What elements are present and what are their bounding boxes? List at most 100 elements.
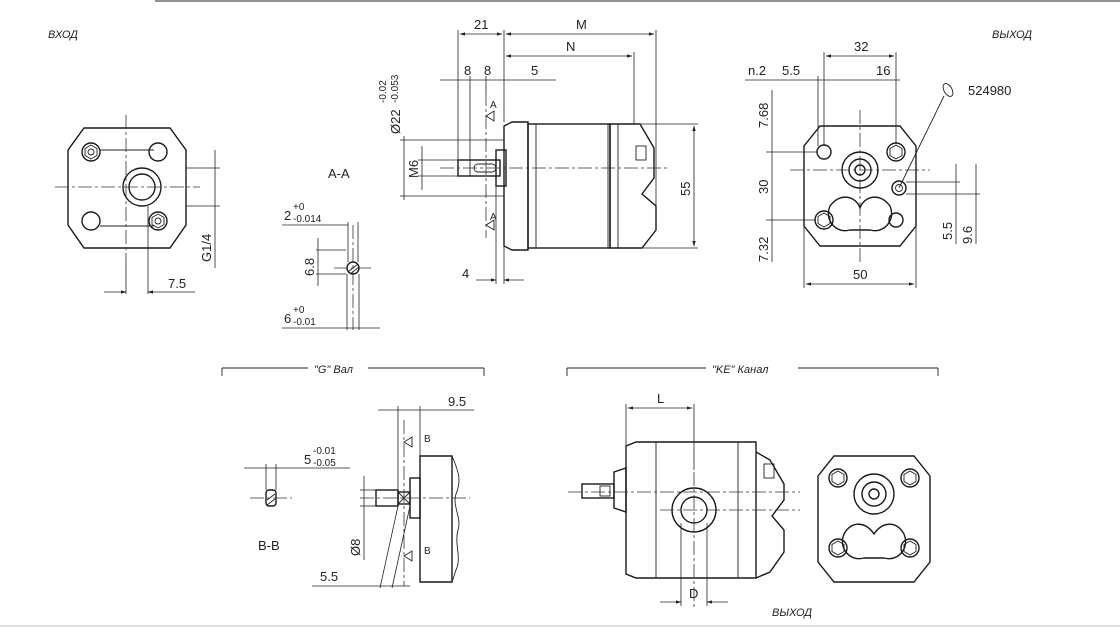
dim-flat-tol-top: -0.01 — [313, 446, 336, 457]
section-bb-label: B-B — [258, 538, 280, 553]
ke-channel-title: "KE" Канал — [712, 364, 768, 376]
dim-8-a: 8 — [464, 63, 471, 78]
ke-end-bolt-bl-hex — [831, 540, 845, 556]
section-aa-label: A-A — [328, 166, 350, 181]
cut-a-arrow-bot — [485, 219, 495, 231]
g-shaft-title: "G" Вал — [314, 364, 353, 376]
outlet-label-bottom: ВЫХОД — [772, 607, 812, 619]
ke-rear-cover — [755, 451, 785, 579]
dim-16: 16 — [876, 63, 890, 78]
key-section-aa: A-A 2 +0 -0.014 6.8 6 +0 -0.01 — [282, 166, 380, 330]
ke-end-boss-outer — [853, 473, 895, 515]
g-title-bg — [308, 360, 368, 376]
dim-7-32: 7.32 — [756, 237, 771, 262]
ext-5-5-bot-b — [391, 505, 411, 589]
rear-bolt-tr-hex — [889, 144, 903, 160]
dim-50: 50 — [853, 267, 867, 282]
cut-b-top: B — [424, 434, 431, 445]
dim-d: D — [689, 586, 698, 601]
dim-7-68: 7.68 — [756, 103, 771, 128]
ke-end-bolt-br-hex — [903, 540, 917, 556]
dim-l: L — [657, 391, 664, 406]
outlet-rear-view: ВЫХОД 32 n.2 5.5 16 7.68 30 7.32 — [745, 29, 1032, 288]
ke-end-boss-mid — [861, 481, 887, 507]
ke-title-bg — [706, 360, 798, 376]
rear-port-outer — [891, 180, 907, 196]
rear-cover — [609, 123, 657, 249]
cut-b-arrow-top — [403, 436, 413, 448]
dim-m6: M6 — [406, 160, 421, 178]
ke-end-bolt-tl-hex — [831, 470, 845, 486]
rear-bolt-bl-hex — [817, 212, 831, 228]
pump-body — [527, 123, 611, 249]
shaft-key — [473, 163, 497, 173]
dim-flat-w: 5 — [304, 452, 311, 467]
ke-end-bolt-tr-hex — [903, 470, 917, 486]
bolt-head-tr — [148, 142, 168, 162]
dim-key-w: 2 — [284, 208, 291, 223]
ke-end-boss-inner — [868, 488, 880, 500]
cut-b-bottom: B — [424, 546, 431, 557]
dim-4: 4 — [462, 266, 469, 281]
dim-n2: n.2 — [748, 63, 766, 78]
bolt-head-br — [148, 211, 168, 231]
dim-5-5-right: 5.5 — [940, 222, 955, 240]
dim-key-w-tol-top: +0 — [293, 202, 305, 213]
dim-n: N — [566, 39, 575, 54]
part-number: 524980 — [968, 83, 1011, 98]
inlet-label: ВХОД — [48, 29, 78, 41]
dim-flat-tol-bot: -0.05 — [313, 458, 336, 469]
dim-9-6: 9.6 — [960, 226, 975, 244]
dim-8-b: 8 — [484, 63, 491, 78]
ke-rear-bolt — [763, 463, 775, 479]
cut-a-arrow-top — [485, 110, 495, 122]
dim-dia22-tol-top: -0.02 — [378, 80, 389, 103]
ke-mount-flange — [613, 467, 627, 513]
ke-end-bolt-bl — [828, 538, 848, 558]
ke-end-gear-cavity — [841, 523, 907, 560]
dim-5: 5 — [531, 63, 538, 78]
ke-shaft-key — [599, 485, 611, 497]
bb-hatch-2 — [266, 498, 276, 506]
dim-m: M — [576, 17, 587, 32]
dim-9-5: 9.5 — [448, 394, 466, 409]
oring-icon — [942, 83, 954, 97]
gear-cavity — [827, 196, 893, 232]
g-shaft-view: "G" Вал 5 -0.01 -0.05 B-B B B 9.5 — [221, 360, 485, 589]
rear-port-inner — [895, 184, 903, 192]
mount-flange — [503, 121, 529, 251]
rear-hole-br — [888, 212, 904, 228]
bolt-hex-br — [151, 213, 165, 229]
dim-key-len-tol-bot: -0.01 — [293, 317, 316, 328]
bolt-hex-tl — [84, 144, 98, 160]
dim-6-8: 6.8 — [302, 258, 317, 276]
rear-hole-tl — [816, 144, 832, 160]
cut-a-bottom: A — [490, 212, 497, 223]
ke-channel-view: "KE" Канал L D ВЫХОД — [566, 360, 939, 619]
bolt-head-tl — [81, 142, 101, 162]
flange-outline — [67, 127, 187, 249]
dim-5-5-bottom: 5.5 — [320, 569, 338, 584]
rear-flange-outline — [803, 125, 917, 247]
bb-hatch-1 — [266, 493, 276, 501]
dim-key-len-tol-top: +0 — [293, 305, 305, 316]
g-break-line — [451, 455, 460, 583]
dim-g14: G1/4 — [199, 234, 214, 262]
ke-end-bolt-tr — [900, 468, 920, 488]
flange-inner-edge — [100, 149, 154, 227]
outlet-label-top: ВЫХОД — [992, 29, 1032, 41]
dim-dia22-tol-bot: -0.053 — [390, 74, 401, 103]
part-leader — [898, 95, 945, 189]
bolt-core-br — [154, 217, 162, 225]
dim-30: 30 — [756, 180, 771, 194]
g-flange — [419, 455, 453, 583]
cut-b-arrow-bot — [403, 550, 413, 562]
dim-dia8: Ø8 — [348, 539, 363, 556]
ke-end-bolt-br — [900, 538, 920, 558]
ext-5-5-bot-a — [379, 505, 399, 589]
bolt-core-tl — [87, 148, 95, 156]
dim-55: 55 — [678, 182, 693, 196]
cut-a-top: A — [490, 100, 497, 111]
ke-end-bolt-tl — [828, 468, 848, 488]
